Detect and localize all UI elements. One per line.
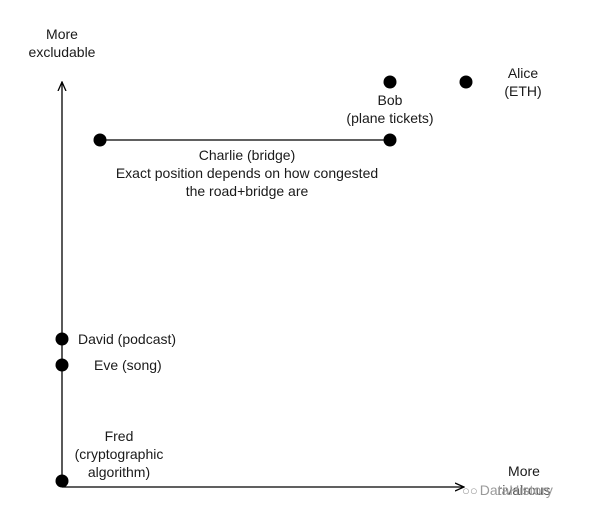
bob-point (383, 75, 397, 89)
eve-point (55, 358, 69, 372)
charlie-right-point (383, 133, 397, 147)
fred-point (55, 474, 69, 488)
eve-label: Eve (song) (94, 357, 162, 373)
charlie-label: Charlie (bridge) Exact position depends … (115, 147, 379, 199)
x-axis-label-line2: rivalrous (497, 482, 551, 498)
alice-point (459, 75, 473, 89)
fred-label: Fred (cryptographic algorithm) (74, 428, 164, 480)
watermark-text: DataHistory (479, 482, 553, 498)
wechat-icon: ○○ (462, 483, 478, 498)
x-axis-label-line1: More (508, 463, 540, 479)
charlie-left-point (93, 133, 107, 147)
y-axis-label: More excludable (28, 26, 96, 60)
bob-label: Bob (plane tickets) (346, 92, 434, 126)
alice-label: Alice (ETH) (504, 65, 542, 99)
david-label: David (podcast) (78, 331, 177, 347)
david-point (55, 332, 69, 346)
watermark: ○○DataHistory (462, 481, 553, 500)
